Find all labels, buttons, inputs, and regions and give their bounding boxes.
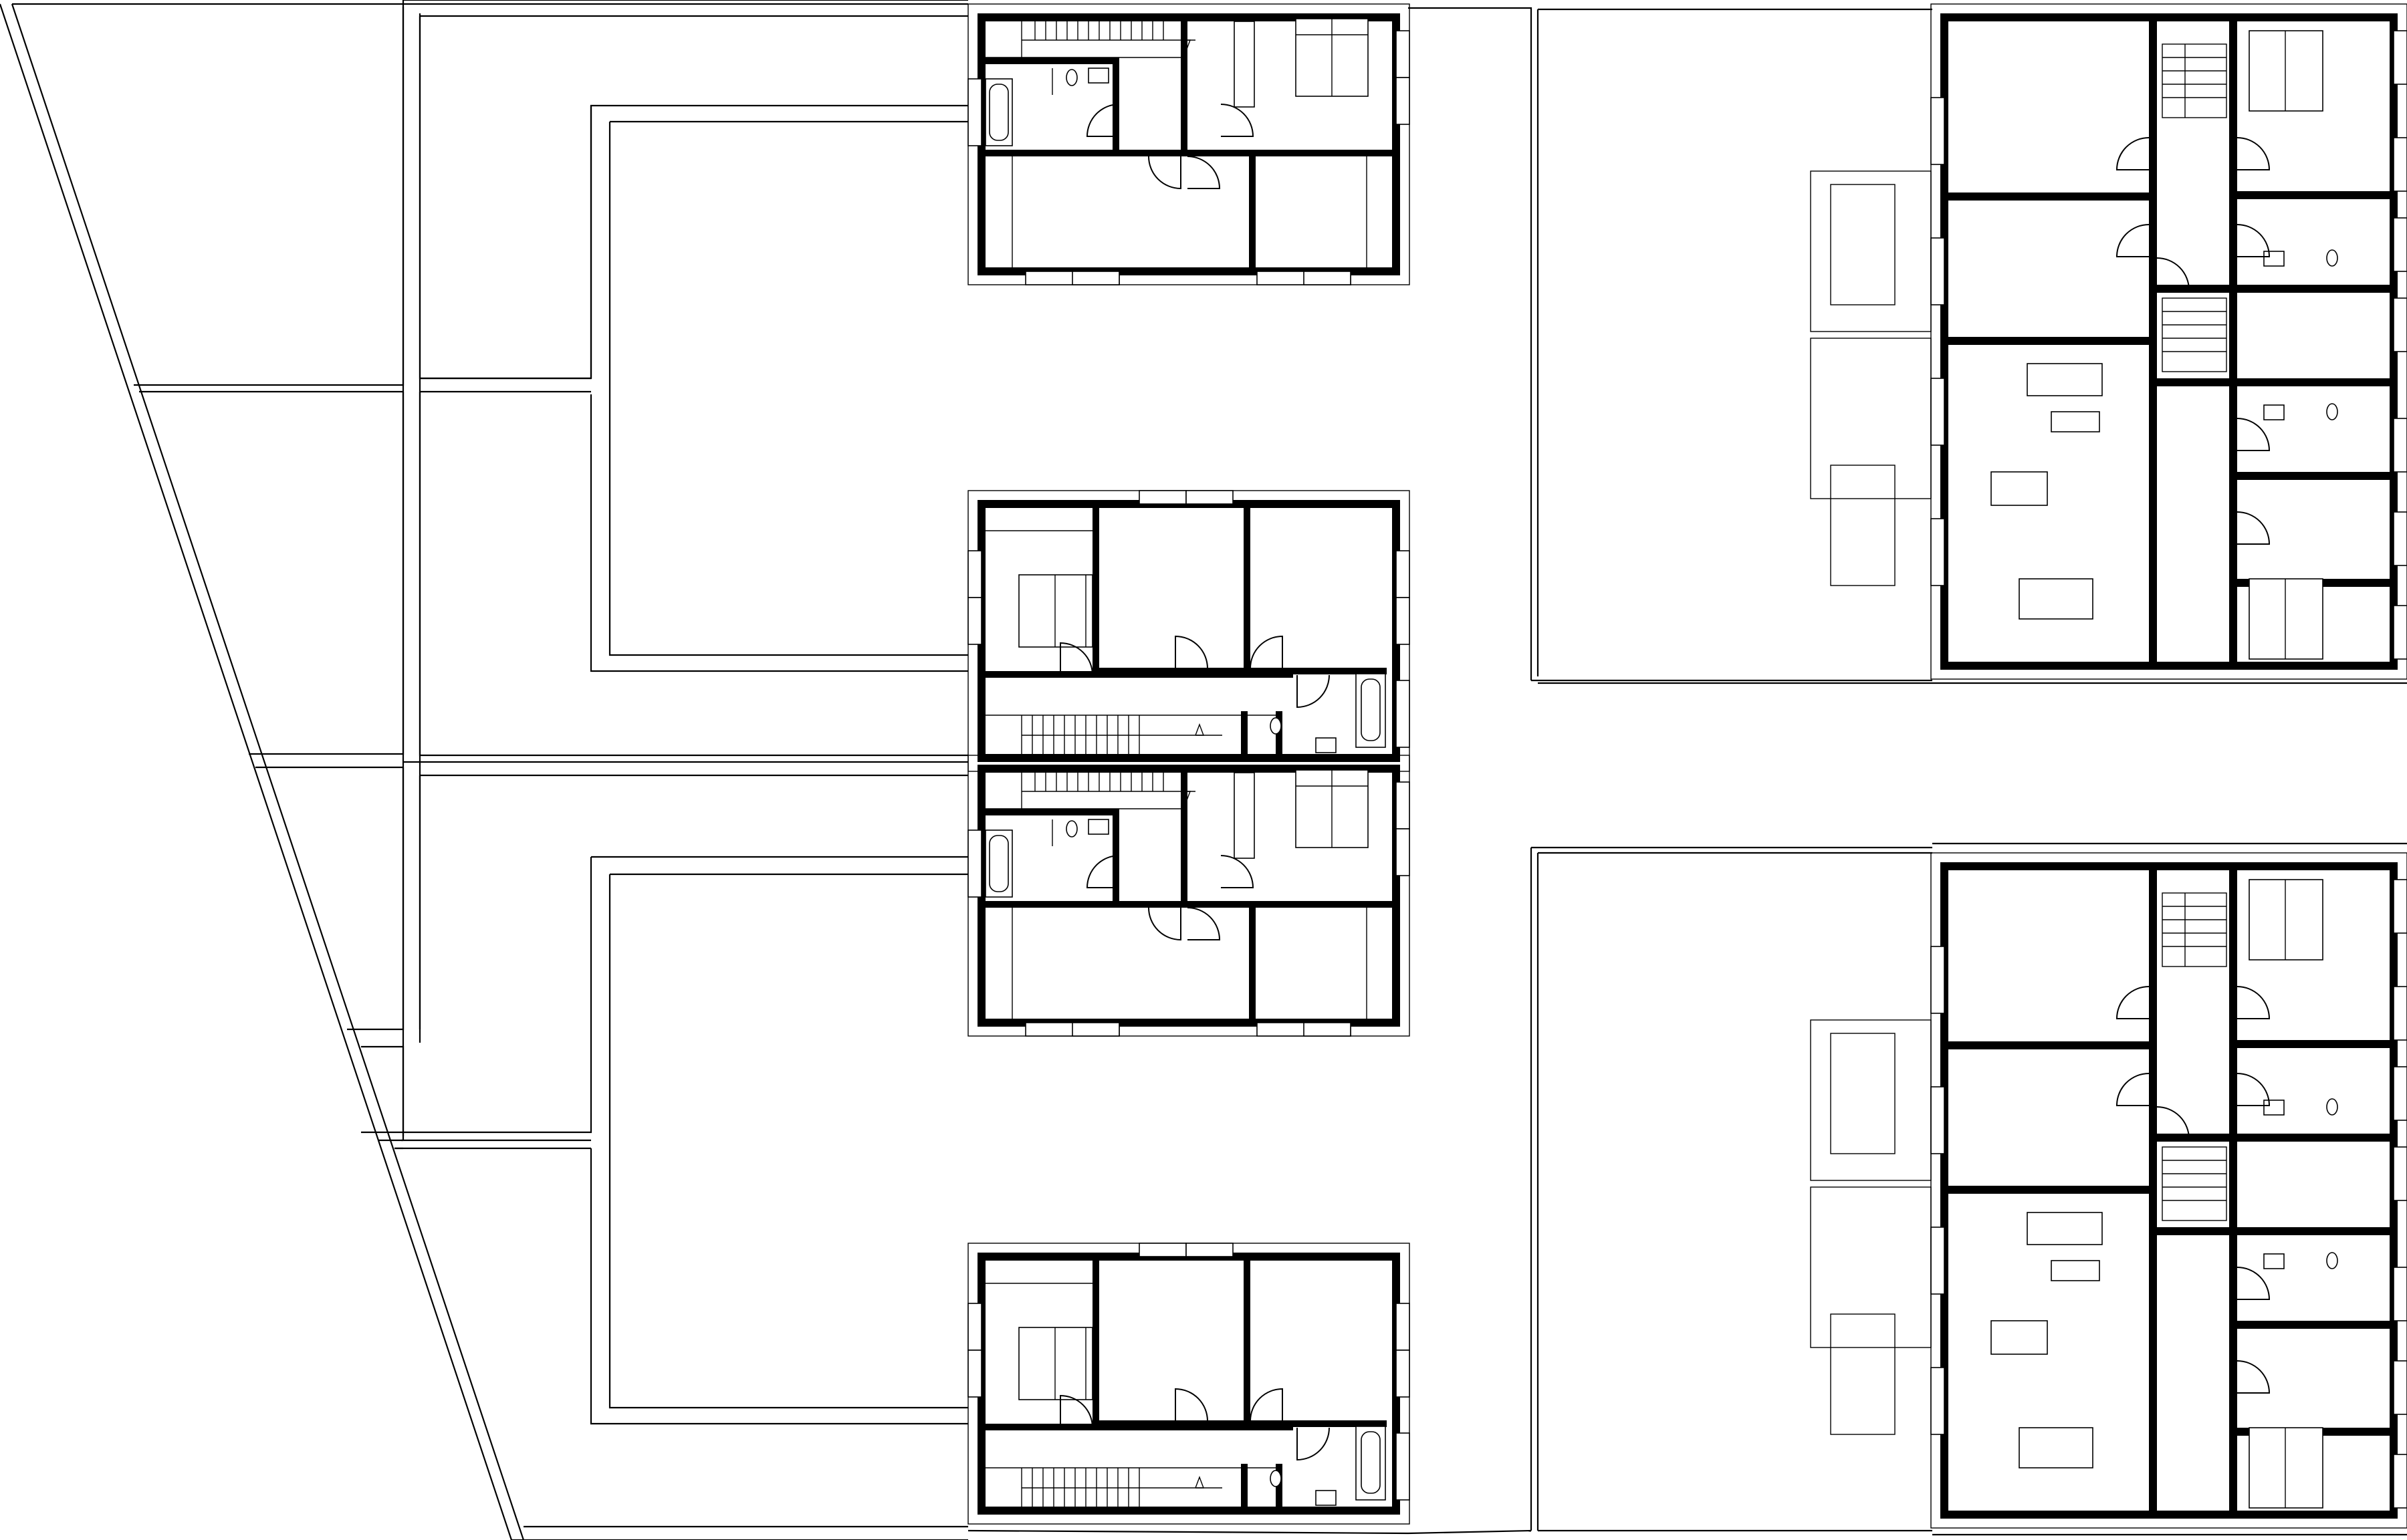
house-type-a-1 [967,3,1410,285]
house-type-a-4 [967,1243,1410,1525]
house-type-a-3 [967,755,1410,1037]
house-type-b-2 [1810,852,2407,1529]
house-type-b-1 [1810,3,2407,680]
house-type-a-2 [967,490,1410,772]
